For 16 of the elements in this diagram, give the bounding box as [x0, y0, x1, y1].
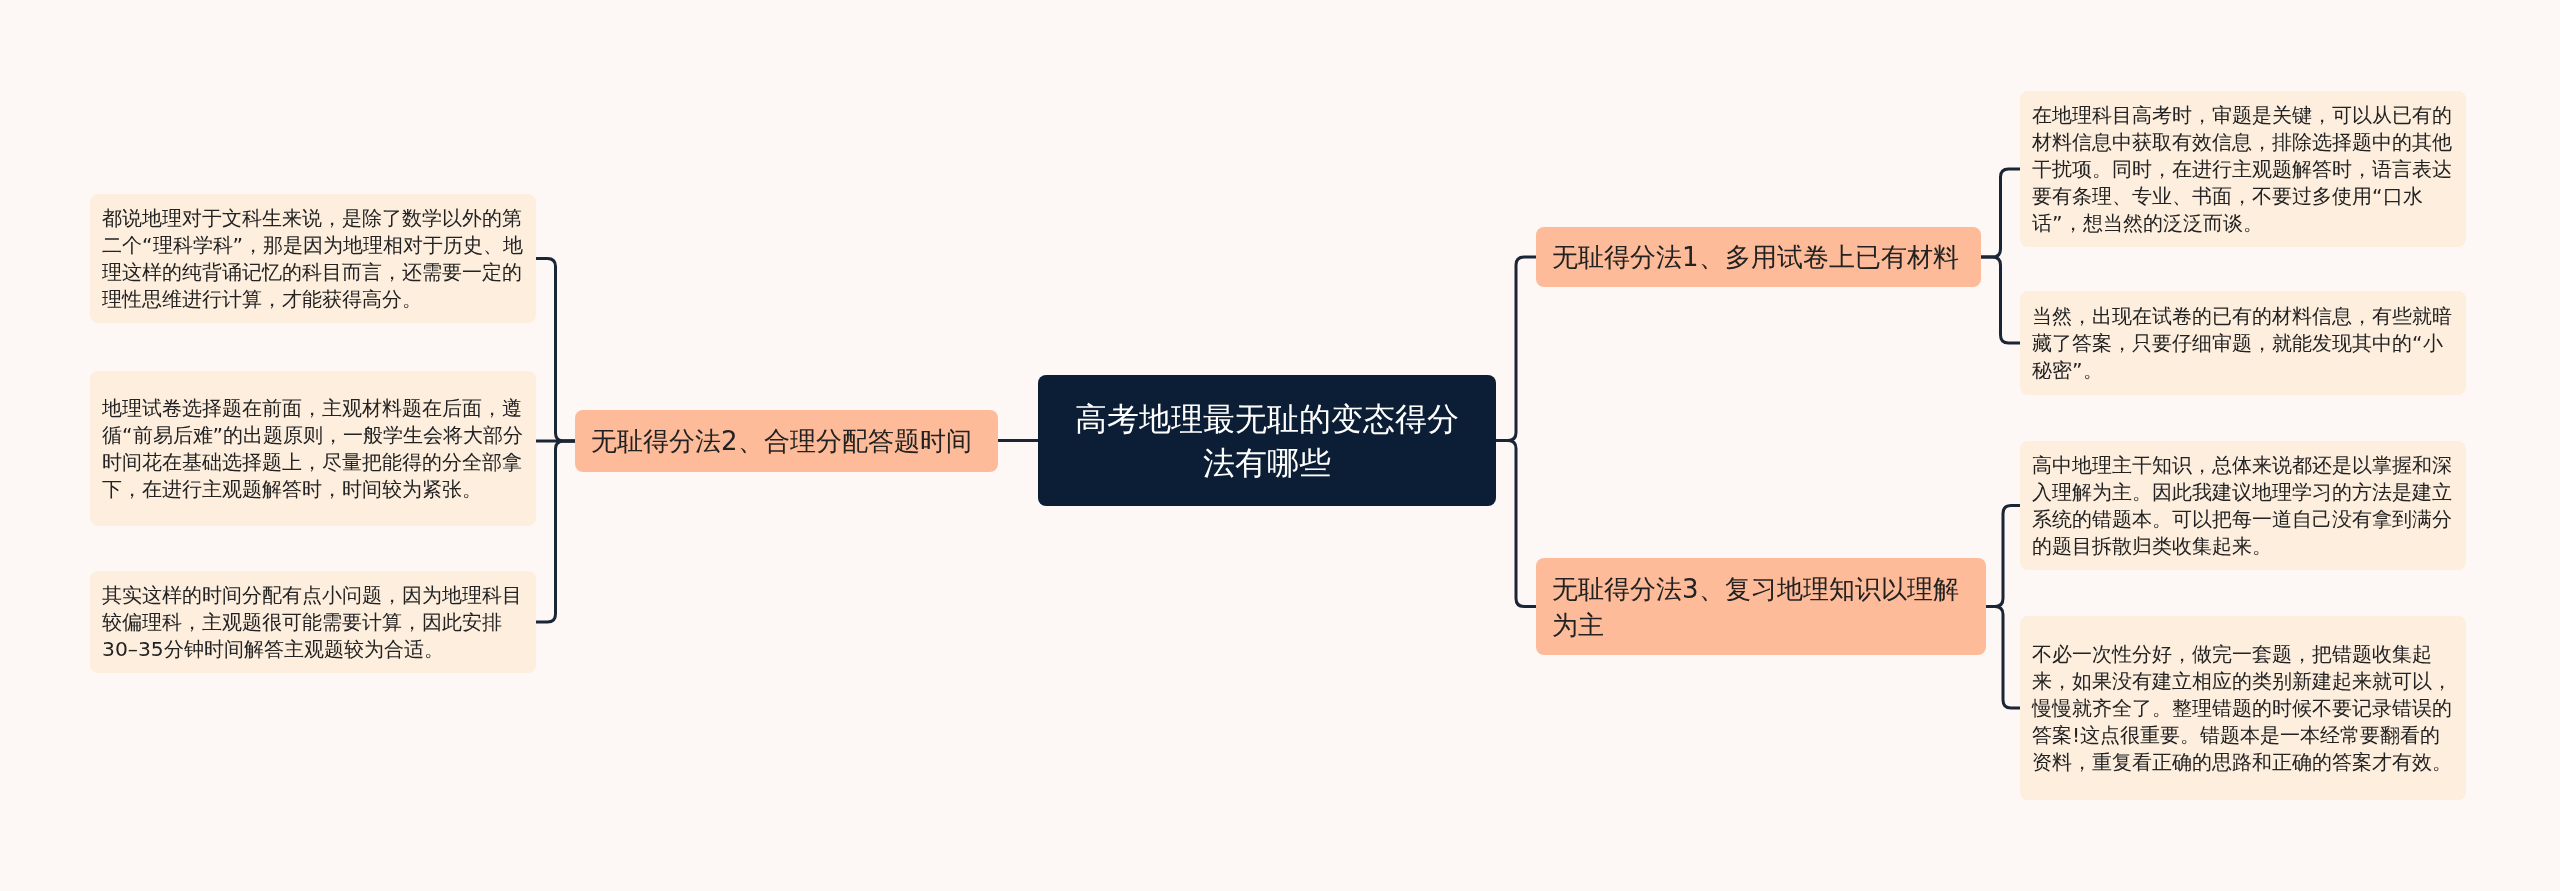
note-box: 高中地理主干知识，总体来说都还是以掌握和深入理解为主。因此我建议地理学习的方法是建立系统的错题本。可以把每一道自己没有拿到满分的题目拆散归类收集起来。 [2020, 441, 2466, 570]
note-box: 不必一次性分好，做完一套题，把错题收集起来，如果没有建立相应的类别新建起来就可以，慢慢就齐全了。整理错题的时候不要记录错误的答案!这点很重要。错题本是一本经常要翻看的资料，重复看正确的思路和正确的答案才有效。 [2020, 616, 2466, 800]
connector-line [998, 439, 1038, 442]
connector-line [1981, 255, 2020, 345]
branch-topic-box: 无耻得分法3、复习地理知识以理解为主 [1536, 558, 1986, 655]
connector-line [1496, 439, 1536, 608]
connector-line [536, 439, 575, 624]
note-box: 地理试卷选择题在前面，主观材料题在后面，遵循“前易后难”的出题原则，一般学生会将大部分时间花在基础选择题上，尽量把能得的分全部拿下，在进行主观题解答时，时间较为紧张。 [90, 371, 536, 526]
connector-line [1986, 605, 2020, 710]
note-box: 在地理科目高考时，审题是关键，可以从已有的材料信息中获取有效信息，排除选择题中的其他干扰项。同时，在进行主观题解答时，语言表达要有条理、专业、书面，不要过多使用“口水话”，想当然的泛泛而谈。 [2020, 91, 2466, 247]
branch-topic-box: 无耻得分法1、多用试卷上已有材料 [1536, 227, 1981, 287]
branch-topic-box: 无耻得分法2、合理分配答题时间 [575, 410, 998, 472]
central-topic-box: 高考地理最无耻的变态得分法有哪些 [1038, 375, 1496, 506]
note-box: 都说地理对于文科生来说，是除了数学以外的第二个“理科学科”，那是因为地理相对于历史、地理这样的纯背诵记忆的科目而言，还需要一定的理性思维进行计算，才能获得高分。 [90, 194, 536, 323]
note-box: 其实这样的时间分配有点小问题，因为地理科目较偏理科，主观题很可能需要计算，因此安排30–35分钟时间解答主观题较为合适。 [90, 571, 536, 673]
note-box: 当然，出现在试卷的已有的材料信息，有些就暗藏了答案，只要仔细审题，就能发现其中的“小秘密”。 [2020, 291, 2466, 395]
